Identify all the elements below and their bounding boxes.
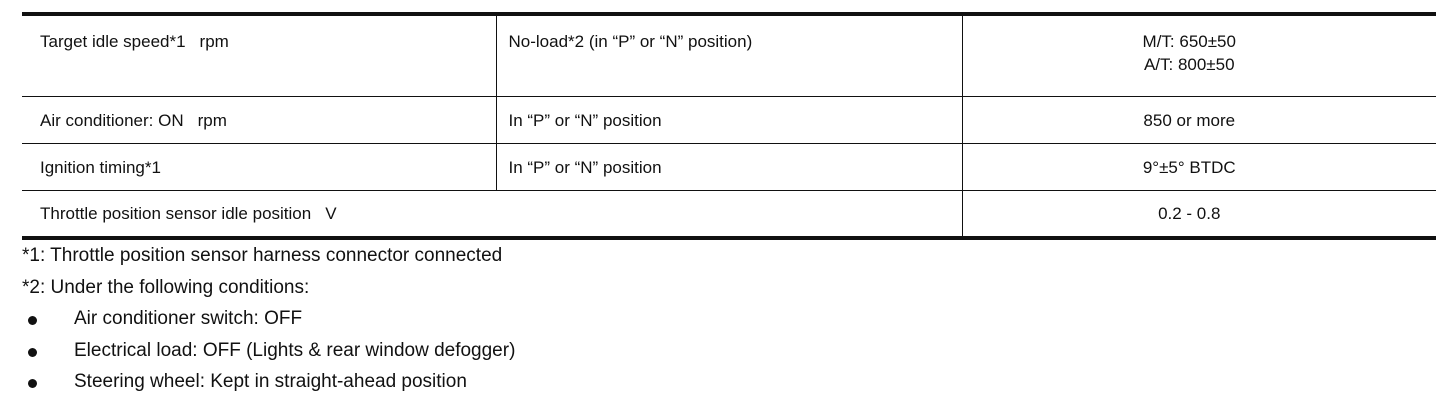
value-cell: 0.2 - 0.8: [961, 190, 1436, 239]
table-row: Air conditioner: ON rpm In “P” or “N” pos…: [22, 96, 1436, 144]
list-item-text: Electrical load: OFF (Lights & rear wind…: [74, 339, 516, 361]
item-label: Target idle speed*1: [40, 32, 186, 51]
footnote-2: *2: Under the following conditions:: [22, 276, 310, 298]
list-item: Steering wheel: Kept in straight-ahead p…: [22, 366, 515, 398]
bullet-icon: [28, 379, 37, 388]
list-item: Air conditioner switch: OFF: [22, 303, 515, 335]
item-cell: Air conditioner: ON rpm: [22, 96, 497, 144]
item-cell: Target idle speed*1 rpm: [22, 13, 497, 97]
table-row: Ignition timing*1 In “P” or “N” position…: [22, 143, 1436, 191]
bullet-icon: [28, 347, 37, 357]
item-label: Air conditioner: ON: [40, 110, 184, 130]
item-unit: rpm: [197, 110, 227, 130]
condition-list: Air conditioner switch: OFF Electrical l…: [22, 303, 515, 398]
value-cell: M/T: 650±50 A/T: 800±50: [961, 13, 1436, 97]
item-cell: Throttle position sensor idle position V: [22, 190, 963, 239]
condition-cell: In “P” or “N” position: [495, 143, 963, 191]
condition-cell: No-load*2 (in “P” or “N” position): [495, 13, 963, 97]
list-item-text: Steering wheel: Kept in straight-ahead p…: [74, 371, 467, 392]
value-cell: 9°±5° BTDC: [961, 143, 1436, 191]
condition-cell: In “P” or “N” position: [495, 96, 963, 144]
value-line: A/T: 800±50: [1143, 55, 1235, 74]
idle-spec-table: Target idle speed*1 rpm No-load*2 (in “P”…: [22, 12, 1436, 240]
table-row: Target idle speed*1 rpm No-load*2 (in “P”…: [22, 13, 1436, 97]
item-cell: Ignition timing*1: [22, 143, 497, 191]
bullet-icon: [28, 316, 37, 325]
footnotes: *1: Throttle position sensor harness con…: [22, 240, 515, 398]
footnote-1: *1: Throttle position sensor harness con…: [22, 245, 503, 266]
value-line: M/T: 650±50: [1142, 32, 1236, 51]
list-item-text: Air conditioner switch: OFF: [74, 308, 303, 329]
list-item: Electrical load: OFF (Lights & rear wind…: [22, 335, 515, 367]
item-label: Throttle position sensor idle position: [40, 204, 312, 223]
value-cell: 850 or more: [961, 96, 1436, 144]
item-label: Ignition timing*1: [40, 157, 161, 177]
item-unit: rpm: [199, 32, 229, 51]
item-unit: V: [325, 204, 337, 223]
